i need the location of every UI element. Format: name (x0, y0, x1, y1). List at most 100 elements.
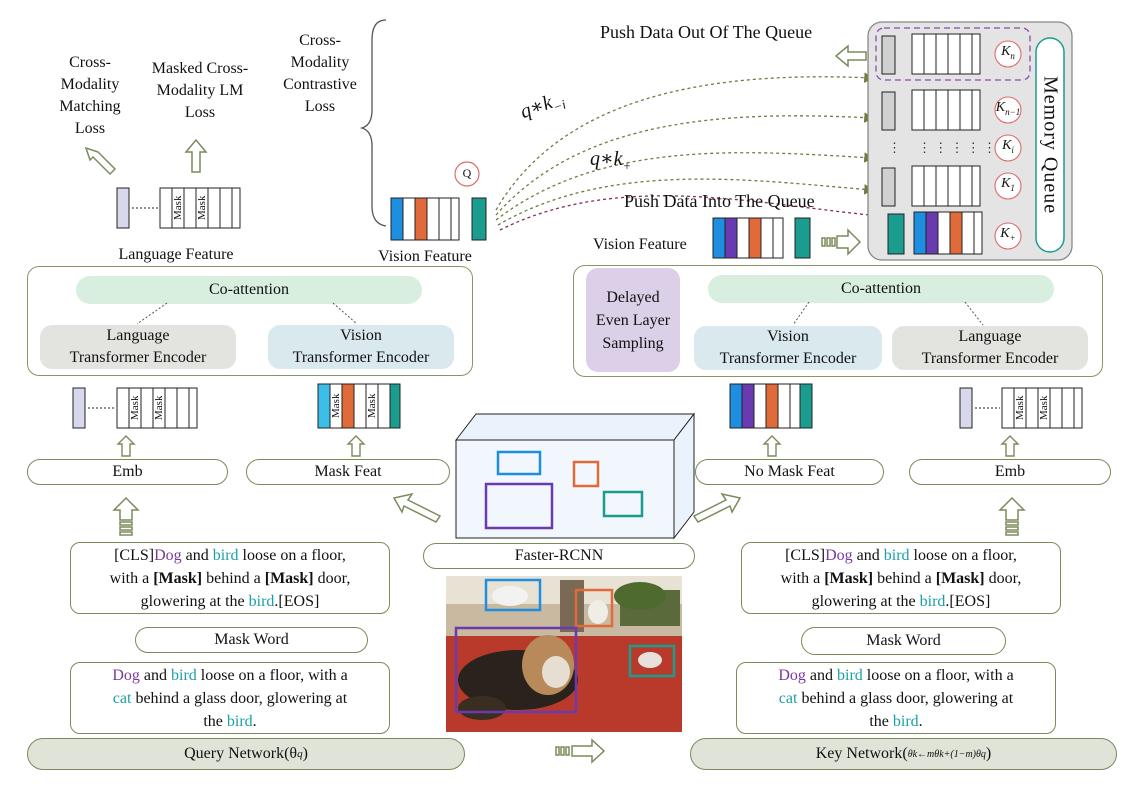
faster-rcnn: Faster-RCNN (423, 543, 695, 569)
push-in-arrow (821, 228, 862, 256)
mask-token-label: Mask (366, 393, 378, 419)
query-network-end: ) (302, 745, 308, 762)
left-language-encoder: Language Transformer Encoder (40, 325, 236, 369)
sentence-text: . (918, 712, 923, 730)
word-bird: bird (883, 546, 910, 564)
word-and: and (805, 666, 837, 684)
mask-word-right: Mask Word (801, 627, 1006, 655)
word-and: and (139, 666, 171, 684)
key-network-formula: θk←mθk+(1−m)θq (907, 748, 986, 760)
token-mask: [Mask] (935, 569, 985, 587)
roi-feature-cube (454, 412, 696, 540)
svg-text:⋮: ⋮ (888, 140, 901, 155)
word-bird: bird (919, 592, 946, 610)
masked-sentence-left: [CLS]Dog and bird loose on a floor, with… (70, 542, 390, 614)
queue-key-label: K1 (1001, 176, 1015, 193)
token-cls: [CLS] (785, 546, 826, 564)
diagonal-arrows (392, 492, 742, 523)
key-network-label: Key Network( (815, 745, 908, 762)
word-bird: bird (226, 712, 253, 730)
token-mask: [Mask] (824, 569, 874, 587)
token-mask: [Mask] (153, 569, 203, 587)
sentence-text: door, (984, 569, 1022, 587)
push-out-label: Push Data Out Of The Queue (600, 22, 813, 42)
vision-feature-label-right: Vision Feature (593, 236, 687, 253)
word-dog: Dog (778, 666, 806, 684)
queue-rows (881, 33, 983, 255)
sentence-text: loose on a floor, (238, 546, 346, 564)
queue-key-label: Ki (1002, 138, 1014, 155)
sentence-text: the (869, 712, 893, 730)
right-vision-encoder: Vision Transformer Encoder (694, 326, 882, 370)
word-dog: Dog (825, 546, 853, 564)
word-and: and (852, 546, 884, 564)
sentence-text: behind a glass door, glowering at (797, 689, 1014, 707)
language-feature-tokens (116, 187, 241, 229)
matching-loss-arrow (84, 146, 117, 176)
token-cls: [CLS] (114, 546, 155, 564)
mask-token-label: Mask (129, 395, 141, 421)
word-bird: bird (837, 666, 863, 684)
sentence-text: loose on a floor, with a (196, 666, 348, 684)
right-panel-connectors (792, 301, 984, 326)
q-badge: Q (462, 166, 472, 180)
emb-left: Emb (27, 459, 228, 485)
right-encoder-panel: Delayed Even Layer Sampling Co-attention… (573, 265, 1103, 377)
input-photo (446, 576, 682, 732)
word-dog: Dog (154, 546, 182, 564)
up-arrows-large (112, 496, 1026, 536)
mask-token-label: Mask (1038, 395, 1050, 421)
sentence-text: door, (313, 569, 351, 587)
left-emb-tokens (72, 387, 198, 429)
sentence-text: glowering at the (811, 592, 920, 610)
mask-feat: Mask Feat (246, 459, 450, 485)
right-emb-tokens (959, 387, 1083, 429)
right-coattention: Co-attention (708, 275, 1054, 303)
up-arrows-small (116, 435, 1020, 457)
left-panel-connectors (136, 302, 358, 325)
mask-token-label: Mask (330, 393, 342, 419)
mask-token-label: Mask (1014, 395, 1026, 421)
push-in-label: Push Data Into The Queue (624, 191, 815, 211)
word-bird: bird (171, 666, 197, 684)
contrastive-brace (359, 19, 387, 227)
query-to-key-arrow (555, 738, 606, 764)
key-network-end: ) (985, 745, 992, 762)
delayed-even-layer-sampling: Delayed Even Layer Sampling (586, 268, 680, 372)
left-coattention: Co-attention (76, 276, 422, 304)
sentence-text: loose on a floor, (909, 546, 1017, 564)
word-bird: bird (212, 546, 239, 564)
word-bird: bird (248, 592, 275, 610)
contrastive-loss-label: Cross- Modality Contrastive Loss (283, 32, 357, 115)
token-mask: [Mask] (264, 569, 314, 587)
queue-key-label: Kn−1 (995, 100, 1021, 117)
sentence-text: with a (780, 569, 825, 587)
original-sentence-right: Dog and bird loose on a floor, with a ca… (736, 662, 1056, 734)
sentence-text: behind a (202, 569, 265, 587)
sentence-text: with a (109, 569, 154, 587)
memory-queue-label: Memory Queue (1039, 75, 1062, 215)
sentence-text: behind a (873, 569, 936, 587)
mask-token-label: Mask (153, 395, 165, 421)
left-encoder-panel: Co-attention Language Transformer Encode… (27, 266, 473, 376)
sentence-text: the (203, 712, 227, 730)
vision-feature-tokens-right (712, 217, 811, 259)
similarity-curves (495, 72, 883, 231)
no-mask-feat: No Mask Feat (695, 459, 884, 485)
svg-text:⋮ ⋮ ⋮ ⋮ ⋮: ⋮ ⋮ ⋮ ⋮ ⋮ (918, 140, 996, 155)
sentence-text: glowering at the (140, 592, 249, 610)
masked-lm-loss-label: Masked Cross- Modality LM Loss (151, 60, 249, 121)
token-eos: .[EOS] (274, 592, 320, 610)
mask-token-label: Mask (172, 195, 184, 221)
mask-token-label: Mask (196, 195, 208, 221)
word-dog: Dog (112, 666, 140, 684)
original-sentence-left: Dog and bird loose on a floor, with a ca… (70, 662, 390, 734)
q-badge-circle (454, 161, 480, 187)
left-vision-encoder: Vision Transformer Encoder (268, 325, 454, 369)
sentence-text: behind a glass door, glowering at (131, 689, 348, 707)
queue-key-label: Kn (1001, 44, 1015, 61)
right-nomaskfeat-tokens (729, 383, 813, 429)
queue-key-circles (994, 40, 1022, 250)
